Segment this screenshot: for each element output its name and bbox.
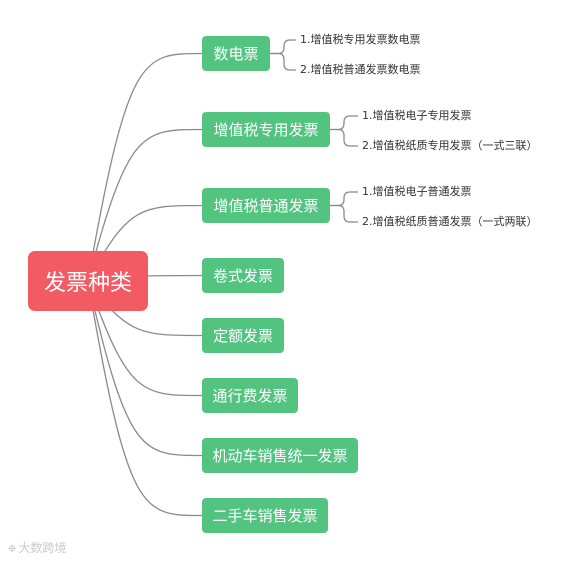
branch-leaf-link (270, 39, 296, 55)
leaf-node[interactable]: 2.增值税纸质普通发票（一式两联） (362, 215, 538, 228)
branch-leaf-link (330, 128, 358, 147)
wechat-like-icon: ❉ (8, 544, 17, 555)
leaf-node[interactable]: 1.增值税电子专用发票 (362, 109, 472, 122)
leaf-node[interactable]: 1.增值税电子普通发票 (362, 185, 472, 198)
root-branch-link (87, 280, 203, 457)
branch-roll-invoice[interactable]: 卷式发票 (202, 258, 284, 293)
leaf-node[interactable]: 1.增值税专用发票数电票 (300, 33, 421, 46)
root-node[interactable]: 发票种类 (28, 251, 148, 311)
root-branch-link (87, 280, 203, 397)
branch-digital-invoice[interactable]: 数电票 (202, 36, 270, 71)
root-branch-link (87, 128, 203, 282)
branch-motor-vehicle-invoice[interactable]: 机动车销售统一发票 (202, 438, 358, 473)
watermark: ❉大数跨境 (8, 539, 66, 556)
branch-vat-special-invoice[interactable]: 增值税专用发票 (202, 112, 330, 147)
branch-vat-general-invoice[interactable]: 增值税普通发票 (202, 188, 330, 223)
branch-toll-invoice[interactable]: 通行费发票 (202, 378, 298, 413)
branch-leaf-link (330, 191, 358, 207)
branch-quota-invoice[interactable]: 定额发票 (202, 318, 284, 353)
root-branch-link (87, 52, 203, 282)
leaf-node[interactable]: 2.增值税纸质专用发票（一式三联） (362, 139, 538, 152)
branch-leaf-link (330, 204, 358, 223)
branch-leaf-link (270, 52, 296, 71)
branch-used-car-invoice[interactable]: 二手车销售发票 (202, 498, 328, 533)
leaf-node[interactable]: 2.增值税普通发票数电票 (300, 63, 421, 76)
branch-leaf-link (330, 115, 358, 131)
root-branch-link (87, 280, 203, 517)
watermark-text: 大数跨境 (18, 541, 67, 555)
